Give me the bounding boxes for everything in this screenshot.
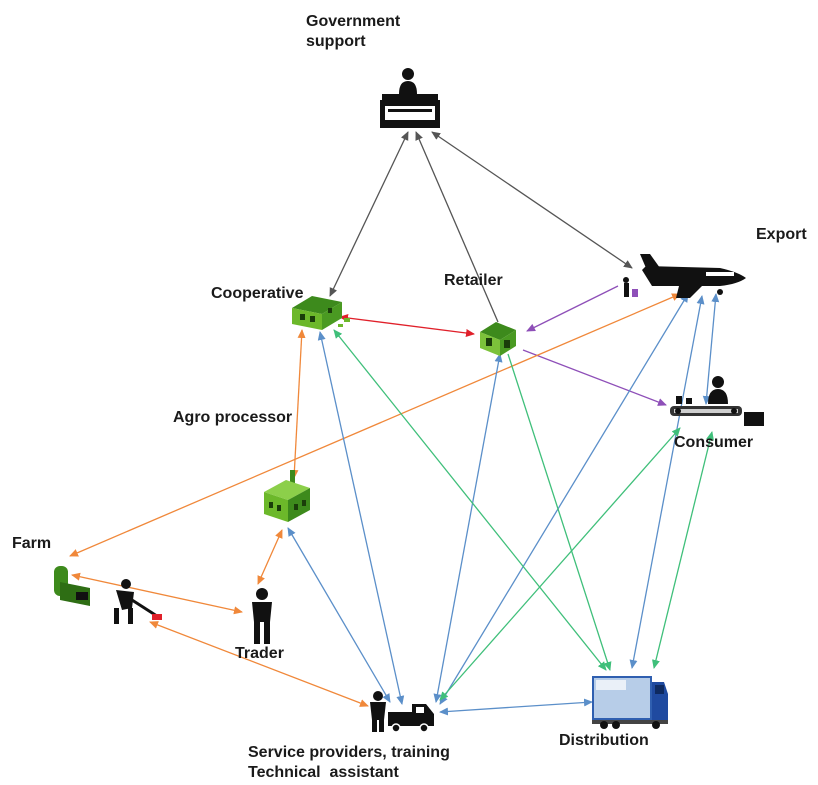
edge-farm-export <box>69 293 681 557</box>
label-trader: Trader <box>235 645 284 662</box>
edge-distribution-export <box>629 295 705 669</box>
label-retailer: Retailer <box>444 272 503 289</box>
edge-government-cooperative <box>329 131 409 297</box>
airplane-icon <box>623 254 746 298</box>
edge-cooperative-agroprocessor <box>290 329 306 479</box>
label-agro-processor: Agro processor <box>173 409 293 426</box>
label-farm: Farm <box>12 535 52 552</box>
edge-farm-trader <box>71 572 243 615</box>
edge-distribution-retailer <box>507 353 612 671</box>
label-government-support: Government support <box>306 13 401 50</box>
person-icon <box>252 588 272 644</box>
retail-shop-icon <box>480 322 516 356</box>
edge-service-distribution <box>439 698 593 716</box>
edge-retailer-export <box>526 285 619 332</box>
farmer-harvester-icon <box>54 566 162 624</box>
edge-service-export <box>439 293 689 705</box>
cooperative-building-icon <box>292 296 350 330</box>
edge-government-retailer <box>415 131 499 323</box>
edge-government-export <box>431 131 633 269</box>
edge-distribution-cooperative <box>333 329 607 671</box>
checkout-counter-icon <box>670 376 764 426</box>
factory-icon <box>264 470 310 522</box>
edge-cooperative-retailer <box>339 314 475 337</box>
edge-service-agroprocessor <box>287 527 391 703</box>
edges <box>69 131 720 716</box>
label-service-providers: Service providers, training Technical as… <box>248 744 450 781</box>
government-desk-icon <box>380 68 440 128</box>
label-cooperative: Cooperative <box>211 285 304 302</box>
service-truck-icon <box>370 691 434 733</box>
label-distribution: Distribution <box>559 732 649 749</box>
label-export: Export <box>756 226 807 243</box>
edge-service-consumer <box>439 427 681 701</box>
delivery-truck-icon <box>592 676 668 729</box>
edge-retailer-consumer <box>522 349 667 406</box>
edge-consumer-export <box>702 293 720 405</box>
edge-distribution-consumer <box>652 431 714 669</box>
edge-agroprocessor-trader <box>257 529 283 585</box>
label-consumer: Consumer <box>674 434 754 451</box>
edge-service-cooperative <box>317 331 405 705</box>
edge-service-retailer <box>433 353 503 703</box>
